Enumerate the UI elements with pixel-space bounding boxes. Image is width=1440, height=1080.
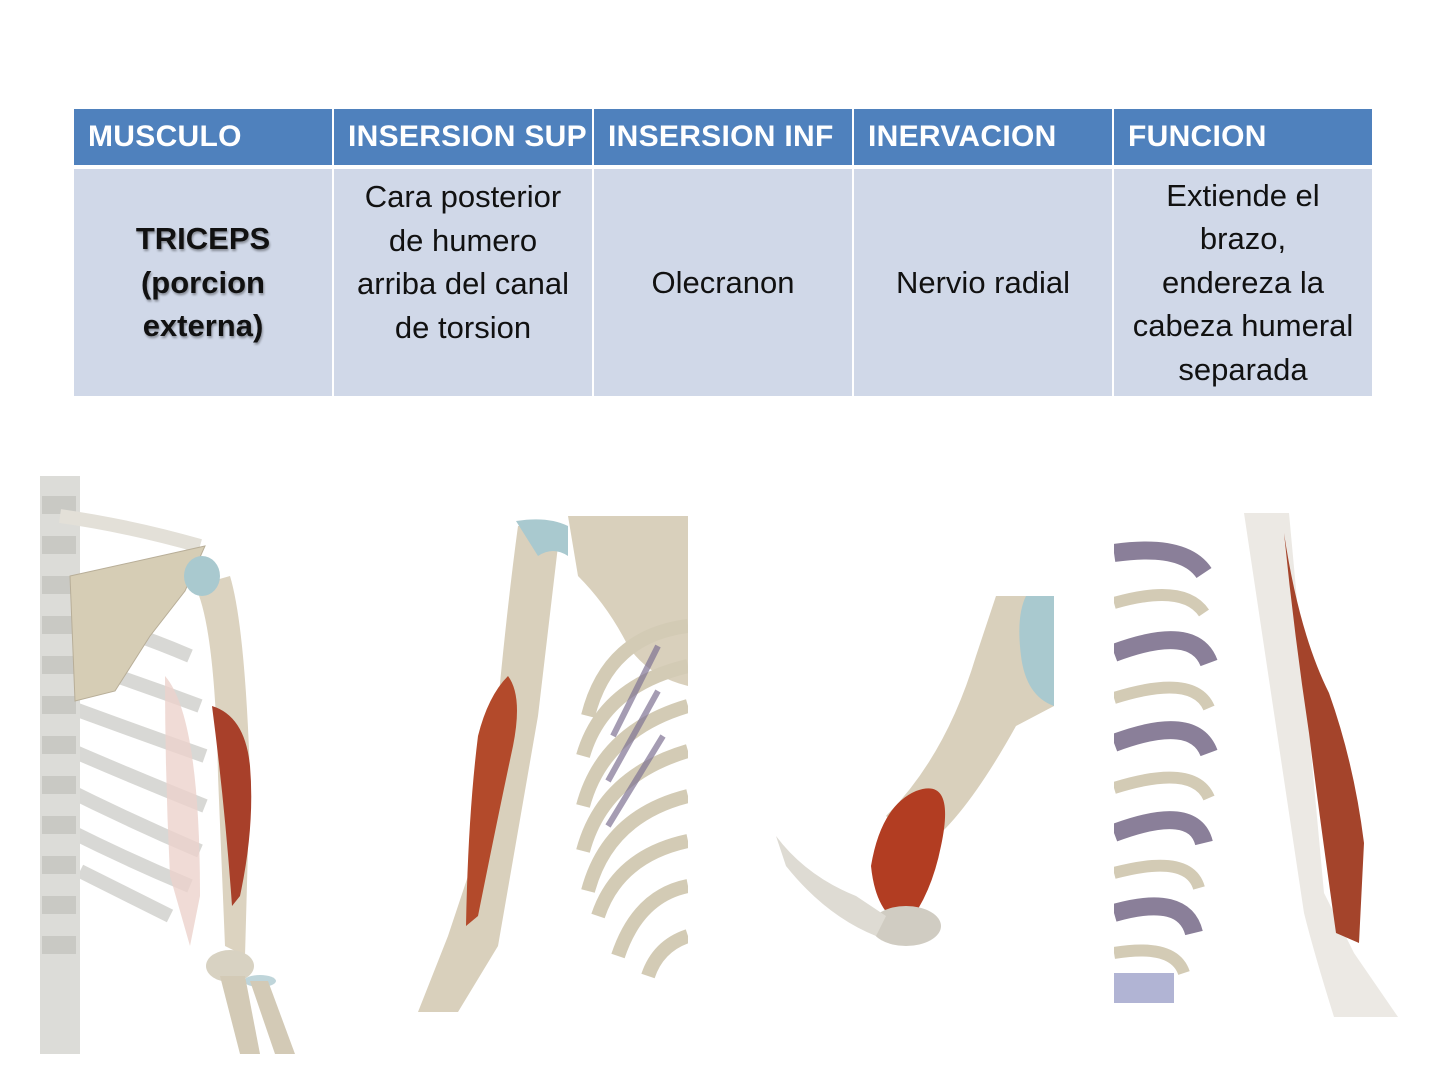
anatomy-figure-flexed-elbow — [766, 596, 1054, 956]
text-line: de humero — [388, 222, 538, 258]
anatomy-figure-posterior-arm — [1114, 513, 1398, 1017]
text-line: brazo, — [1199, 221, 1287, 257]
header-insersion-sup: INSERSION SUP — [334, 109, 592, 165]
header-insersion-inf: INSERSION INF — [594, 109, 852, 165]
text-line: Olecranon — [651, 264, 795, 300]
cell-musculo: TRICEPS (porcion externa) — [74, 169, 332, 396]
text-line: de torsion — [394, 309, 532, 345]
text-line: Cara posterior — [364, 179, 562, 214]
anatomy-figure-anterior-shoulder — [40, 476, 296, 1054]
header-musculo: MUSCULO — [74, 109, 332, 165]
text-line: Nervio radial — [895, 264, 1070, 300]
text-line: Extiende el — [1166, 177, 1320, 213]
triceps-table: MUSCULO INSERSION SUP INSERSION INF INER… — [74, 109, 1372, 396]
cell-insersion-sup: Cara posterior de humero arriba del cana… — [334, 169, 592, 396]
text-line: endereza la — [1161, 264, 1324, 300]
cell-inervacion: Nervio radial — [854, 169, 1112, 396]
anatomy-figure-lateral-arm — [418, 516, 688, 1012]
text-line: externa) — [142, 308, 264, 344]
text-line: cabeza humeral — [1132, 308, 1354, 344]
text-line: arriba del canal — [357, 266, 569, 301]
cell-insersion-inf: Olecranon — [594, 169, 852, 396]
text-line: TRICEPS — [135, 221, 271, 257]
text-line: separada — [1178, 351, 1308, 387]
header-inervacion: INERVACION — [854, 109, 1112, 165]
text-line: (porcion — [140, 264, 265, 300]
cell-funcion: Extiende el brazo, endereza la cabeza hu… — [1114, 169, 1372, 396]
header-funcion: FUNCION — [1114, 109, 1372, 165]
